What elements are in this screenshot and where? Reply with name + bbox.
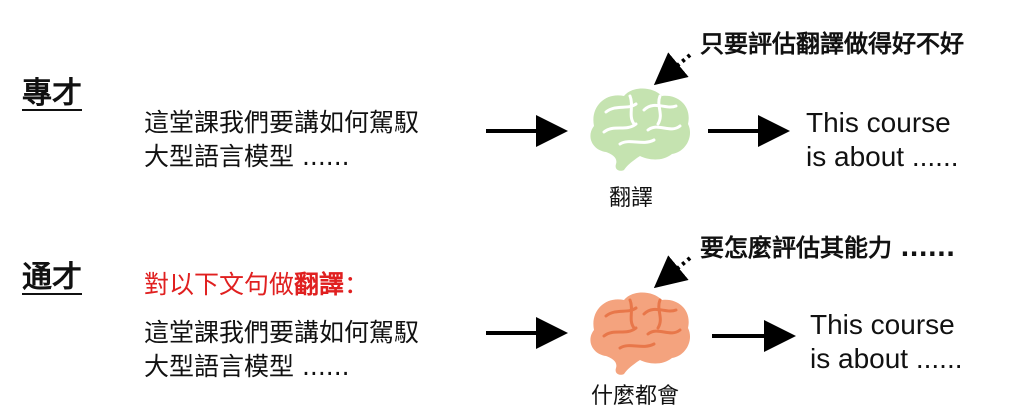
row1-input-line1: 這堂課我們要講如何駕馭: [144, 108, 420, 137]
row2-input-line2: 大型語言模型 ......: [144, 352, 350, 381]
row2-instruction-keyword: 翻譯: [294, 270, 345, 299]
row2-input-text: 這堂課我們要講如何駕馭 大型語言模型 ......: [144, 316, 419, 384]
row1-output-line2: is about ......: [806, 141, 959, 172]
row2-output-line1: This course: [810, 309, 955, 340]
row2-instruction-prefix: 對以下文句做: [144, 270, 295, 299]
row2-input-line1: 這堂課我們要講如何駕馭: [144, 318, 420, 347]
row1-input-text: 這堂課我們要講如何駕馭 大型語言模型 ......: [144, 106, 419, 174]
row1-evaluation-note: 只要評估翻譯做得好不好: [700, 30, 964, 58]
row2-output-line2: is about ......: [810, 343, 963, 374]
generalist-label: 通才: [22, 260, 82, 295]
row1-output-text: This course is about ......: [806, 106, 959, 174]
row2-instruction: 對以下文句做翻譯：: [144, 268, 369, 302]
row2-output-text: This course is about ......: [810, 308, 963, 376]
row2-evaluation-note: 要怎麼評估其能力 ......: [700, 234, 956, 262]
row1-note-arrow: [653, 52, 692, 86]
row1-model-caption: 翻譯: [609, 186, 654, 211]
row1-brain-icon: [590, 88, 691, 171]
row1-input-line2: 大型語言模型 ......: [144, 142, 350, 171]
row2-note-arrow: [653, 255, 692, 289]
row2-brain-icon: [590, 292, 691, 375]
row1-output-line1: This course: [806, 107, 951, 138]
row2-model-caption: 什麼都會: [591, 384, 680, 409]
specialist-label: 專才: [22, 76, 82, 111]
row2-instruction-suffix: ：: [344, 270, 370, 299]
